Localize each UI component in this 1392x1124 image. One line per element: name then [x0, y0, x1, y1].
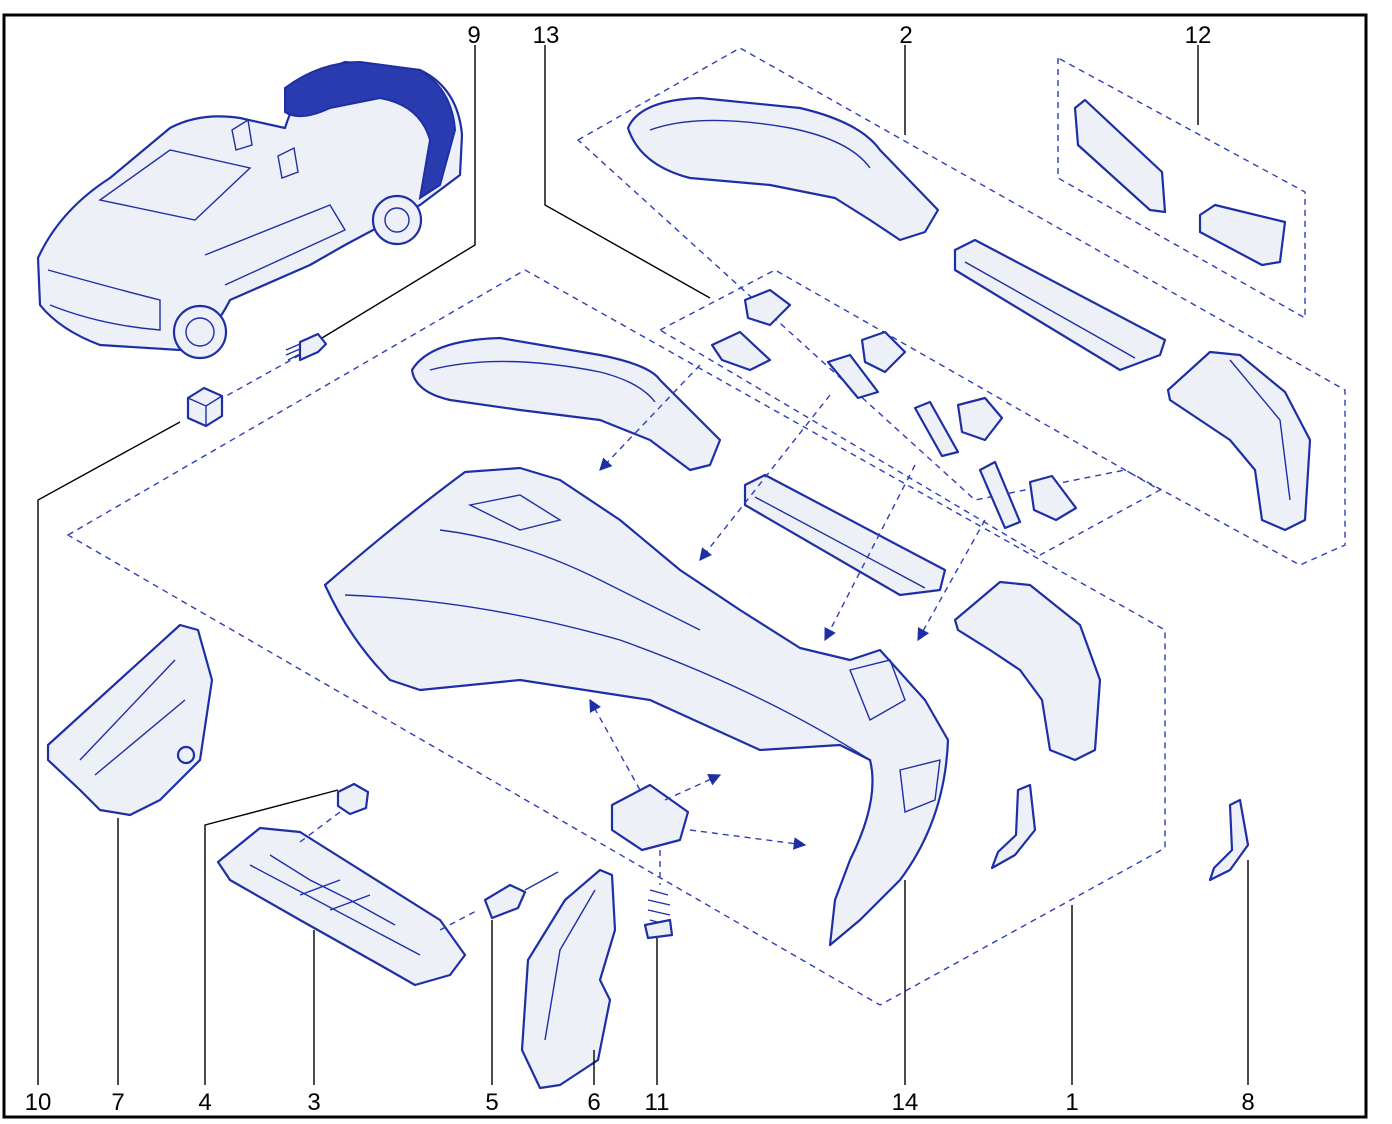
callout-6: 6 [587, 1089, 600, 1116]
callout-9: 9 [467, 22, 480, 49]
callout-7: 7 [111, 1089, 124, 1116]
part-13-brackets [710, 288, 1078, 530]
screw-9 [285, 332, 328, 362]
part-2-group [626, 96, 1312, 532]
clip-10 [186, 386, 224, 428]
leader-9 [321, 45, 476, 339]
diagram-frame [2, 13, 1368, 1119]
part-1-small [990, 783, 1037, 870]
callout-10: 10 [25, 1089, 52, 1116]
callout-13: 13 [533, 22, 560, 49]
fastener-guide-9-10 [209, 354, 301, 406]
group-boundary-12 [1057, 56, 1306, 320]
leader-lines [37, 45, 1249, 1085]
callout-2: 2 [899, 22, 912, 49]
leader-10 [37, 421, 181, 1085]
leader-4 [204, 789, 339, 1085]
group-boundary-13 [658, 269, 1162, 556]
part-1-group [410, 336, 1102, 762]
callout-5: 5 [485, 1089, 498, 1116]
bracket-6 [520, 868, 617, 1090]
callout-8: 8 [1241, 1089, 1254, 1116]
assembly-arrows [299, 364, 986, 931]
part-8 [1208, 798, 1250, 882]
screw-11 [610, 783, 690, 940]
bracket-7 [46, 623, 214, 817]
clip-4 [336, 782, 370, 816]
callout-12: 12 [1185, 22, 1212, 49]
callout-11: 11 [645, 1089, 670, 1116]
car-overview [36, 60, 464, 360]
group-boundary-1 [66, 269, 1166, 1006]
leader-13 [544, 45, 711, 299]
callout-1: 1 [1065, 1089, 1078, 1116]
callout-4: 4 [198, 1089, 211, 1116]
bumper-14 [323, 466, 950, 947]
callout-14: 14 [892, 1089, 919, 1116]
bracket-3 [216, 826, 467, 987]
callout-labels: 9 13 2 12 10 7 4 3 5 6 11 14 1 8 [25, 22, 1255, 1116]
part-12-group [1073, 98, 1287, 267]
callout-3: 3 [307, 1089, 320, 1116]
rivet-5 [483, 871, 559, 920]
